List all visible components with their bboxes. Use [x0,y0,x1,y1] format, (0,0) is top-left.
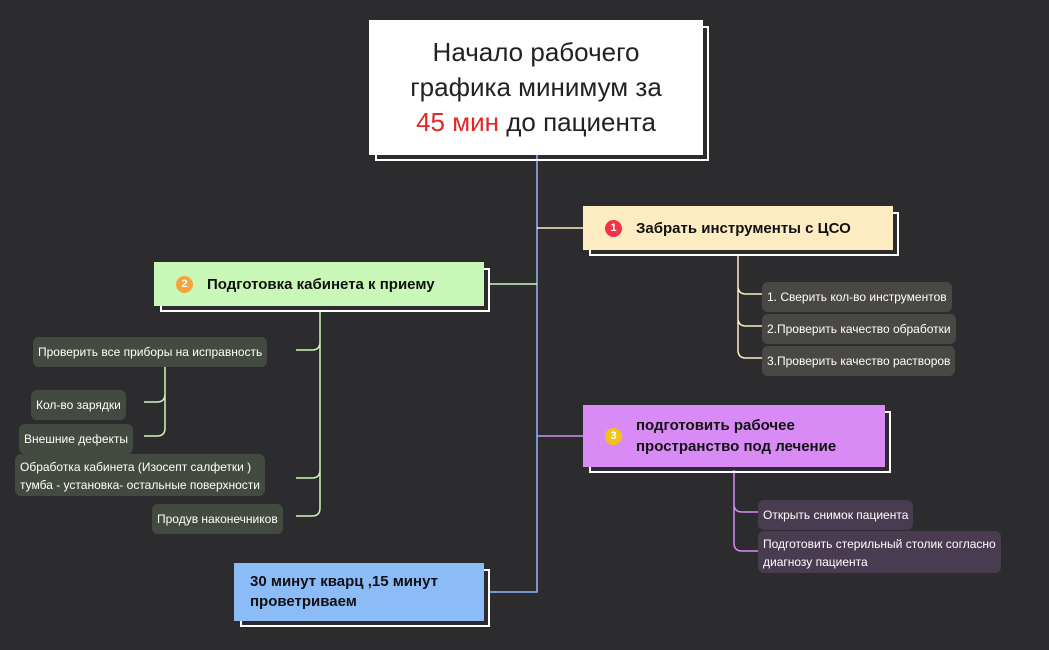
leaf-lines-2 [296,310,321,517]
topic-1-label: Забрать инструменты с ЦСО [636,219,851,237]
subtopic-3-2[interactable]: Подготовить стерильный столик согласно д… [758,531,1001,573]
root-highlight: 45 мин [416,107,499,137]
root-line-3-rest: до пациента [498,107,656,137]
badge-1-icon: 1 [605,219,622,237]
root-line-3: 45 мин до пациента [410,105,662,140]
leaf-lines-3 [733,470,758,552]
badge-2-icon: 2 [176,275,193,293]
topic-3[interactable]: 3 подготовить рабочее пространство под л… [583,405,885,467]
subtopic-2-1-2[interactable]: Внешние дефекты [19,424,133,454]
topic-2[interactable]: 2 Подготовка кабинета к приему [154,262,484,306]
root-node[interactable]: Начало рабочего графика минимум за 45 ми… [369,20,703,155]
topic-2-label: Подготовка кабинета к приему [207,275,435,293]
topic-4-label-line-2: проветриваем [250,593,357,610]
subtopic-3-1[interactable]: Открыть снимок пациента [758,500,914,530]
root-line-1: Начало рабочего [432,37,640,67]
subtopic-2-2[interactable]: Обработка кабинета (Изосепт салфетки ) т… [15,454,265,496]
root-line-2: графика минимум за [410,72,662,102]
trunk-line [488,155,538,593]
subtopic-3-2-line-2: диагнозу пациента [763,555,868,569]
topic-4[interactable]: 30 минут кварц ,15 минут проветриваем [234,563,484,621]
badge-3-icon: 3 [605,427,622,445]
topic-1[interactable]: 1 Забрать инструменты с ЦСО [583,206,893,250]
subtopic-2-3[interactable]: Продув наконечников [152,504,283,534]
subtopic-2-2-line-2: тумба - установка- остальные поверхности [20,478,260,492]
subtopic-2-1-1[interactable]: Кол-во зарядки [31,390,126,420]
subtopic-2-2-line-1: Обработка кабинета (Изосепт салфетки ) [20,460,252,474]
subtopic-1-2[interactable]: 2.Проверить качество обработки [762,314,956,344]
topic-3-label-line-2: пространство под лечение [636,438,837,455]
topic-3-label-line-1: подготовить рабочее [636,417,795,434]
subtopic-1-1[interactable]: 1. Сверить кол-во инструментов [762,282,952,312]
leaf-lines-1 [737,254,762,359]
subtopic-3-2-line-1: Подготовить стерильный столик согласно [763,537,996,551]
subtopic-1-3[interactable]: 3.Проверить качество растворов [762,346,956,376]
subtopic-2-1[interactable]: Проверить все приборы на исправность [33,337,268,367]
topic-4-label-line-1: 30 минут кварц ,15 минут [250,573,438,590]
